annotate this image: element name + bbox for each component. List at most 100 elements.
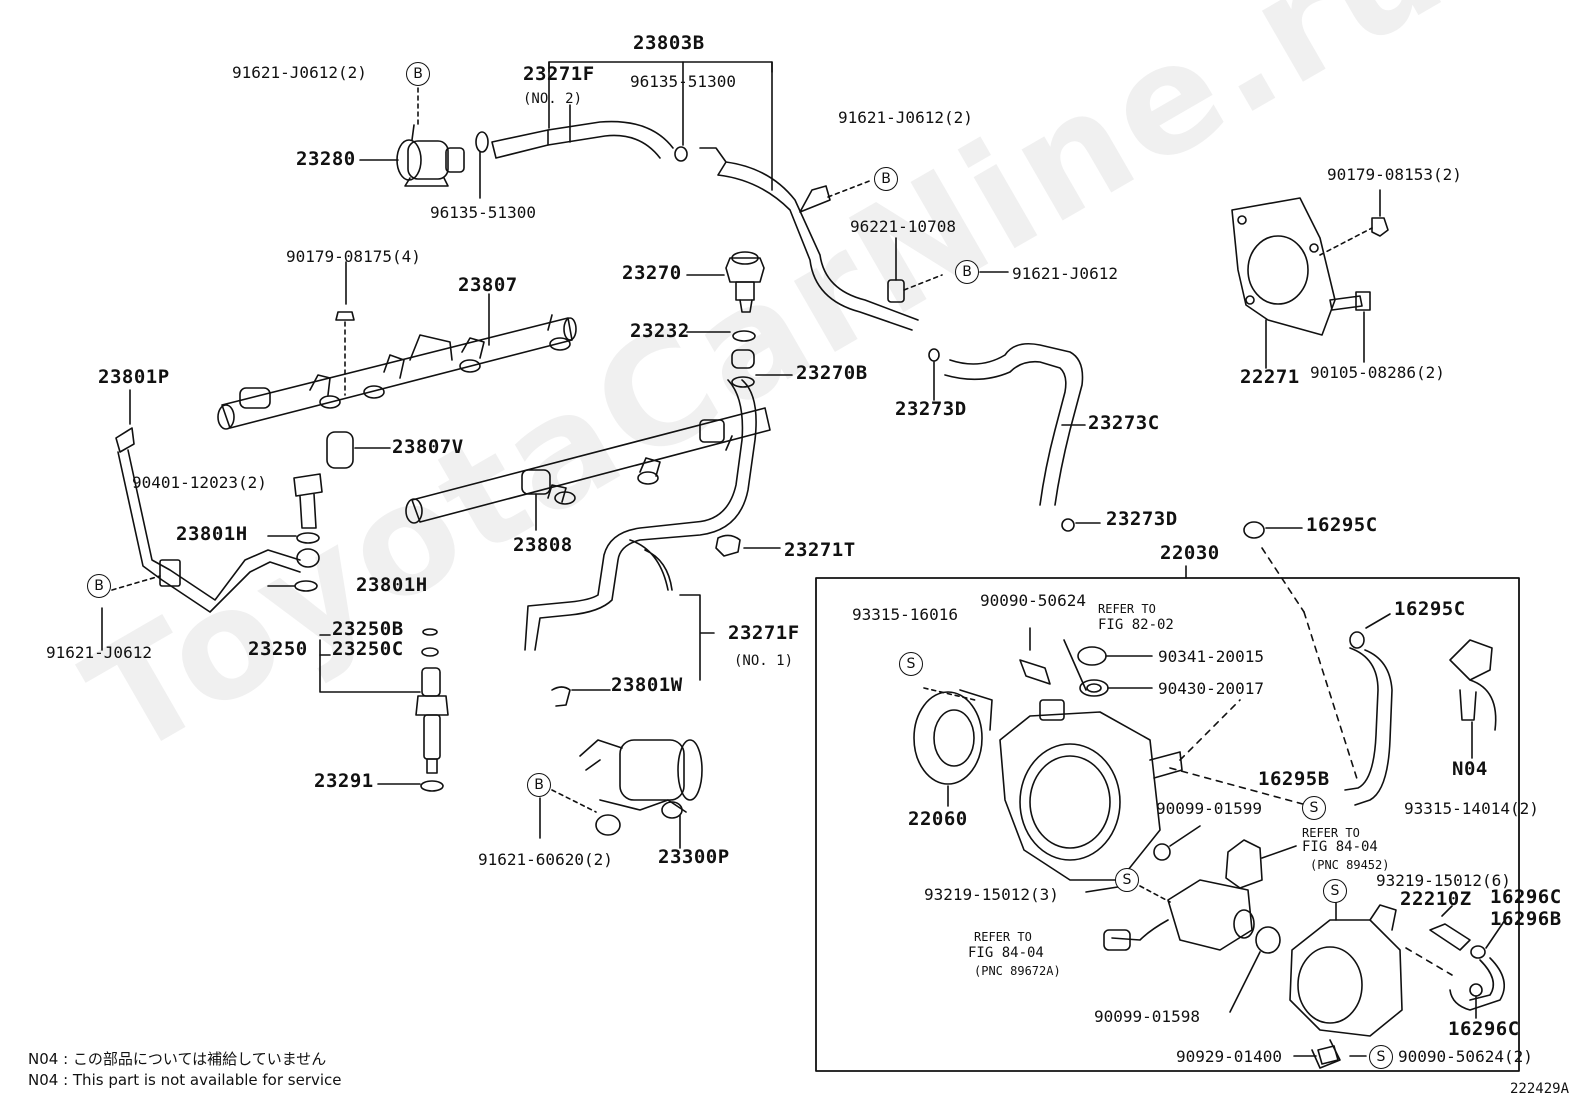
pipe-23271F-no1: [524, 379, 757, 651]
marker-b-2: B: [874, 167, 898, 191]
label-refer-c2: FIG 84-04: [968, 945, 1044, 961]
throttle-sensor-22060: [913, 689, 993, 785]
label-90090-50624a: 90090-50624: [980, 591, 1086, 610]
label-23801H-a: 23801H: [176, 523, 248, 545]
label-23801W: 23801W: [611, 674, 683, 696]
label-16295C-b: 16295C: [1394, 598, 1466, 620]
label-90179-08175: 90179-08175(4): [286, 247, 421, 266]
label-refer-b2: FIG 84-04: [1302, 839, 1378, 855]
damper-23807V: [326, 431, 354, 469]
hose-16296B: [1449, 957, 1506, 1011]
marker-s-4: S: [1323, 879, 1347, 903]
label-22210Z: 22210Z: [1400, 888, 1472, 910]
label-23232: 23232: [630, 320, 690, 342]
label-N04: N04: [1452, 758, 1488, 780]
label-23271F-no1: 23271F: [728, 622, 800, 644]
bolt-90105-08286: [1329, 291, 1371, 311]
label-16295B: 16295B: [1258, 768, 1330, 790]
air-valve-22210Z: [1289, 904, 1403, 1069]
label-90341-20015: 90341-20015: [1158, 647, 1264, 666]
gasket-22271: [1231, 197, 1336, 336]
label-22030: 22030: [1160, 542, 1220, 564]
label-refer-a2: FIG 82-02: [1098, 617, 1174, 633]
label-refer-a1: REFER TO: [1098, 602, 1156, 616]
label-23270: 23270: [622, 262, 682, 284]
label-96135-51300a: 96135-51300: [630, 72, 736, 91]
label-90929-01400: 90929-01400: [1176, 1047, 1282, 1066]
note-jp: N04 : この部品については補給していません: [28, 1050, 327, 1068]
label-no1: (NO. 1): [734, 653, 794, 669]
label-93315-14014: 93315-14014(2): [1404, 799, 1539, 818]
label-16296C-b: 16296C: [1448, 1018, 1520, 1040]
clip-23271T: [715, 534, 741, 557]
label-refer-c1: REFER TO: [974, 930, 1032, 944]
label-23273D-a: 23273D: [895, 398, 967, 420]
label-23807V: 23807V: [392, 436, 464, 458]
label-23273C: 23273C: [1088, 412, 1160, 434]
label-93219-15012-6: 93219-15012(6): [1376, 871, 1511, 890]
label-16296C-a: 16296C: [1490, 886, 1562, 908]
label-93219-15012-3: 93219-15012(3): [924, 885, 1059, 904]
label-23808: 23808: [513, 534, 573, 556]
label-23250B: 23250B: [332, 618, 404, 640]
label-refer-c3: (PNC 89672A): [974, 964, 1061, 978]
label-23271T: 23271T: [784, 539, 856, 561]
clip-90929-01400: [1317, 1045, 1339, 1065]
nut-90179-08175: [335, 311, 355, 321]
hose-23273C: [944, 342, 1084, 506]
label-23280: 23280: [296, 148, 356, 170]
label-91621-J0612-2b: 91621-J0612(2): [838, 108, 973, 127]
pulsation-damper-23270: [725, 251, 765, 313]
delivery-pipe-23807: [217, 314, 577, 430]
label-93315-16016: 93315-16016: [852, 605, 958, 624]
label-23807: 23807: [458, 274, 518, 296]
label-22271: 22271: [1240, 366, 1300, 388]
delivery-pipe-23808: [405, 407, 771, 524]
label-90430-20017: 90430-20017: [1158, 679, 1264, 698]
label-23801H-b: 23801H: [356, 574, 428, 596]
label-23801P: 23801P: [98, 366, 170, 388]
label-23300P: 23300P: [658, 846, 730, 868]
label-90179-08153: 90179-08153(2): [1327, 165, 1462, 184]
pipe-23801P: [115, 427, 301, 613]
label-23271F-no2: 23271F: [523, 63, 595, 85]
cap-23270B: [731, 349, 755, 369]
actuator-89672A: [1103, 879, 1255, 951]
marker-s-1: S: [899, 652, 923, 676]
figure-number: 222429A: [1510, 1081, 1570, 1097]
marker-s-2: S: [1302, 796, 1326, 820]
label-23291: 23291: [314, 770, 374, 792]
label-90099-01599: 90099-01599: [1156, 799, 1262, 818]
gasket-23232: [732, 330, 756, 342]
label-91621-J0612-2a: 91621-J0612(2): [232, 63, 367, 82]
sensor-89452: [1225, 839, 1263, 889]
label-23803B: 23803B: [633, 32, 705, 54]
throttle-body-group-box: [815, 577, 1520, 1072]
o-ring-23291: [420, 780, 444, 792]
label-91621-J0612a: 91621-J0612: [1012, 264, 1118, 283]
label-96135-51300b: 96135-51300: [430, 203, 536, 222]
label-90401-12023: 90401-12023(2): [132, 473, 267, 492]
marker-b-4: B: [87, 574, 111, 598]
label-90090-50624b: 90090-50624(2): [1398, 1047, 1533, 1066]
label-91621-60620: 91621-60620(2): [478, 850, 613, 869]
label-90099-01598: 90099-01598: [1094, 1007, 1200, 1026]
label-23273D-b: 23273D: [1106, 508, 1178, 530]
hose-16295B: [1344, 647, 1393, 806]
label-no2: (NO. 2): [523, 91, 583, 107]
label-16295C-a: 16295C: [1306, 514, 1378, 536]
harness-N04: [1449, 639, 1497, 731]
plug-90099-01599: [1153, 843, 1171, 861]
label-23270B: 23270B: [796, 362, 868, 384]
marker-b-5: B: [527, 773, 551, 797]
grommet-23250C: [421, 647, 439, 657]
clip-23801W: [551, 686, 571, 707]
o-ring-23250B: [422, 628, 438, 636]
throttle-body-22030: [999, 699, 1183, 881]
marker-b-1: B: [406, 62, 430, 86]
label-96221-10708: 96221-10708: [850, 217, 956, 236]
union-bolt-90401: [293, 473, 323, 529]
hose-23271F-no2: [491, 129, 549, 159]
label-16296B: 16296B: [1490, 908, 1562, 930]
